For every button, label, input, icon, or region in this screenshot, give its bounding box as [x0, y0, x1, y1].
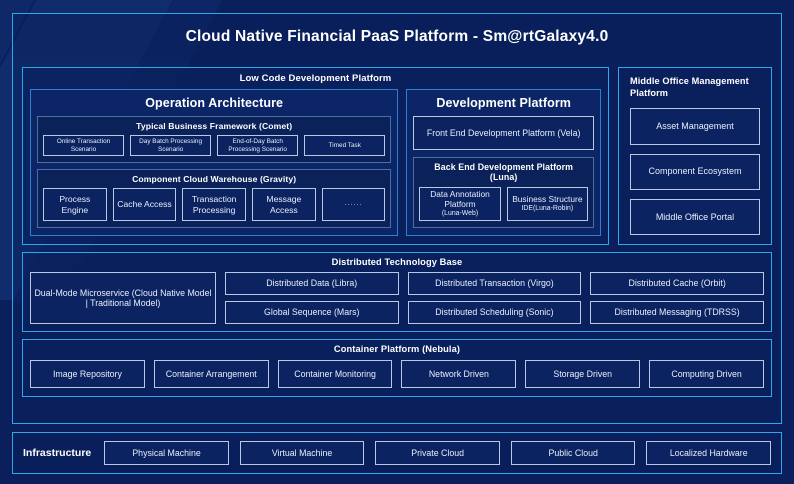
node-timed-task[interactable]: Timed Task	[304, 135, 386, 157]
page-title: Cloud Native Financial PaaS Platform - S…	[185, 27, 609, 45]
node-asset-management[interactable]: Asset Management	[630, 108, 760, 145]
node-distributed-cache[interactable]: Distributed Cache (Orbit)	[590, 271, 764, 295]
node-process-engine[interactable]: Process Engine	[43, 188, 107, 221]
distributed-tech-base-caption: Distributed Technology Base	[331, 256, 463, 267]
node-business-structure-ide[interactable]: Business Structure IDE(Luna-Robin)	[506, 187, 589, 221]
node-transaction-processing[interactable]: Transaction Processing	[182, 188, 247, 221]
node-image-repository[interactable]: Image Repository	[30, 359, 145, 388]
node-end-of-day-batch-processing-scenario[interactable]: End-of-Day Batch Processing Scenario	[217, 135, 299, 157]
platform-body: Low Code Development Platform Operation …	[12, 59, 782, 424]
business-structure-sub: IDE(Luna-Robin)	[521, 204, 574, 212]
distributed-technology-base: Distributed Technology Base Dual-Mode Mi…	[22, 251, 772, 332]
node-localized-hardware[interactable]: Localized Hardware	[646, 441, 771, 465]
container-platform: Container Platform (Nebula) Image Reposi…	[22, 338, 772, 397]
node-storage-driven[interactable]: Storage Driven	[525, 359, 641, 388]
node-more-ellipsis[interactable]: ......	[321, 188, 386, 221]
development-platform-section: Development Platform Front End Developme…	[406, 89, 601, 236]
data-annotation-sub: (Luna-Web)	[441, 209, 479, 217]
low-code-caption: Low Code Development Platform	[239, 73, 392, 84]
node-distributed-data[interactable]: Distributed Data (Libra)	[224, 271, 399, 295]
node-virtual-machine[interactable]: Virtual Machine	[239, 441, 365, 465]
node-distributed-messaging[interactable]: Distributed Messaging (TDRSS)	[590, 300, 764, 324]
development-platform-caption: Development Platform	[436, 96, 571, 110]
node-cache-access[interactable]: Cache Access	[112, 188, 177, 221]
dtb-column-data: Distributed Data (Libra) Global Sequence…	[224, 271, 399, 324]
page-title-bar: Cloud Native Financial PaaS Platform - S…	[12, 13, 782, 59]
operation-architecture-section: Operation Architecture Typical Business …	[30, 89, 399, 236]
luna-caption: Back End Development Platform (Luna)	[434, 162, 574, 182]
node-online-transaction-scenario[interactable]: Online Transaction Scenario	[43, 135, 125, 157]
node-container-monitoring[interactable]: Container Monitoring	[277, 359, 393, 388]
component-cloud-warehouse-group: Component Cloud Warehouse (Gravity) Proc…	[37, 169, 392, 228]
back-end-development-platform-group: Back End Development Platform (Luna) Dat…	[413, 157, 594, 228]
node-front-end-development-platform[interactable]: Front End Development Platform (Vela)	[413, 116, 594, 150]
infrastructure-label: Infrastructure	[23, 447, 92, 459]
node-distributed-scheduling[interactable]: Distributed Scheduling (Sonic)	[407, 300, 582, 324]
node-middle-office-portal[interactable]: Middle Office Portal	[630, 198, 760, 235]
node-private-cloud[interactable]: Private Cloud	[375, 441, 500, 465]
node-data-annotation-platform[interactable]: Data Annotation Platform (Luna-Web)	[419, 187, 501, 221]
middle-office-caption: Middle Office Management Platform	[630, 76, 749, 99]
dtb-column-dual-mode: Dual-Mode Microservice (Cloud Native Mod…	[30, 271, 216, 324]
operation-architecture-caption: Operation Architecture	[145, 96, 284, 110]
container-platform-caption: Container Platform (Nebula)	[333, 343, 461, 354]
node-dual-mode-microservice[interactable]: Dual-Mode Microservice (Cloud Native Mod…	[30, 271, 216, 324]
top-row: Low Code Development Platform Operation …	[22, 67, 772, 245]
typical-business-framework-group: Typical Business Framework (Comet) Onlin…	[37, 116, 392, 164]
low-code-development-platform: Low Code Development Platform Operation …	[22, 67, 609, 245]
business-structure-title: Business Structure	[512, 193, 583, 204]
comet-caption: Typical Business Framework (Comet)	[136, 121, 293, 131]
middle-office-management-platform: Middle Office Management Platform Asset …	[618, 67, 772, 245]
node-computing-driven[interactable]: Computing Driven	[649, 359, 764, 388]
node-distributed-transaction[interactable]: Distributed Transaction (Virgo)	[407, 271, 582, 295]
node-network-driven[interactable]: Network Driven	[401, 359, 517, 388]
node-message-access[interactable]: Message Access	[252, 188, 316, 221]
node-public-cloud[interactable]: Public Cloud	[510, 441, 636, 465]
dtb-column-transaction: Distributed Transaction (Virgo) Distribu…	[407, 271, 582, 324]
data-annotation-title: Data Annotation Platform	[430, 189, 490, 209]
node-day-batch-processing-scenario[interactable]: Day Batch Processing Scenario	[130, 135, 212, 157]
node-container-arrangement[interactable]: Container Arrangement	[153, 359, 269, 388]
node-global-sequence[interactable]: Global Sequence (Mars)	[224, 300, 399, 324]
gravity-caption: Component Cloud Warehouse (Gravity)	[132, 174, 297, 185]
node-component-ecosystem[interactable]: Component Ecosystem	[630, 153, 760, 190]
dtb-column-cache: Distributed Cache (Orbit) Distributed Me…	[590, 271, 764, 324]
node-physical-machine[interactable]: Physical Machine	[104, 441, 229, 465]
infrastructure-bar: Infrastructure Physical Machine Virtual …	[12, 432, 782, 474]
